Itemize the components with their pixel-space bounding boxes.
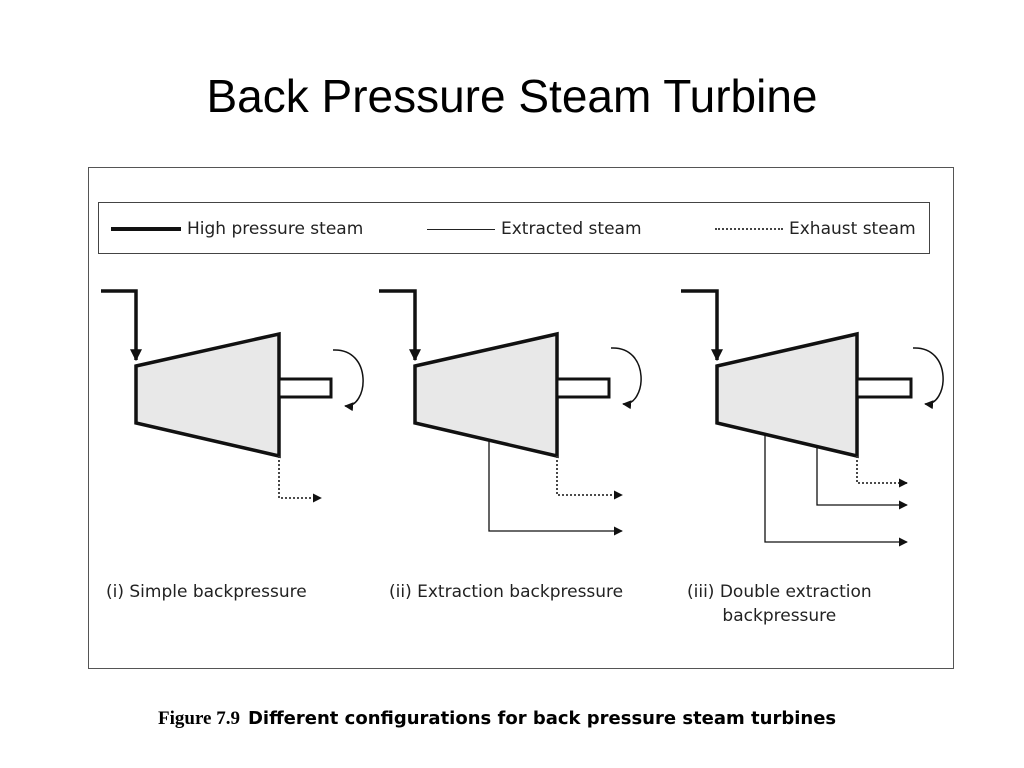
extraction-outlet-upper (816, 445, 908, 510)
turbine-casing (134, 331, 281, 459)
turbine-double-extraction-backpressure (681, 289, 944, 547)
config-label-line2: backpressure (722, 606, 837, 626)
legend-item-exhaust: Exhaust steam (715, 203, 916, 255)
high-pressure-inlet (681, 289, 723, 362)
rotation-arrow (332, 349, 364, 412)
config-label-line1: (i) Simple backpressure (106, 582, 307, 602)
turbine-diagrams (101, 289, 944, 547)
extracted-line-swatch (427, 228, 495, 230)
rotation-arrow (912, 347, 944, 410)
config-label-double-extraction: (iii) Double extraction backpressure (687, 580, 872, 628)
caption-text: Different configurations for back pressu… (247, 708, 837, 729)
legend: High pressure steam Extracted steam Exha… (98, 202, 930, 254)
figure-caption: Figure 7.9 Different configurations for b… (158, 708, 836, 730)
config-label-extraction: (ii) Extraction backpressure (389, 580, 623, 604)
turbine-simple-backpressure (101, 289, 364, 503)
caption-number: Figure 7.9 (158, 708, 240, 729)
turbine-extraction-backpressure (379, 289, 642, 536)
high-pressure-inlet (379, 289, 421, 362)
exhaust-outlet (556, 456, 623, 500)
turbine-casing (413, 331, 559, 459)
exhaust-line-swatch (715, 228, 783, 230)
extraction-outlet (488, 440, 623, 536)
legend-label-extracted: Extracted steam (501, 219, 642, 239)
legend-label-exhaust: Exhaust steam (789, 219, 916, 239)
exhaust-outlet (856, 456, 908, 488)
config-label-line1: (ii) Extraction backpressure (389, 582, 624, 602)
figure-frame: High pressure steam Extracted steam Exha… (88, 167, 954, 669)
slide-title: Back Pressure Steam Turbine (206, 70, 818, 122)
high-pressure-inlet (101, 289, 142, 362)
turbine-shaft (277, 377, 333, 399)
turbine-shaft (555, 377, 611, 399)
high-pressure-line-swatch (111, 227, 181, 231)
legend-item-extracted: Extracted steam (427, 203, 642, 255)
legend-item-high-pressure: High pressure steam (111, 203, 363, 255)
legend-label-high-pressure: High pressure steam (187, 219, 364, 239)
exhaust-outlet (278, 456, 322, 503)
turbine-shaft (855, 377, 913, 399)
turbine-casing (715, 331, 859, 459)
rotation-arrow (610, 347, 642, 410)
extraction-outlet-lower (764, 433, 908, 547)
config-label-line1: (iii) Double extraction (687, 582, 872, 602)
config-label-simple: (i) Simple backpressure (106, 580, 307, 604)
